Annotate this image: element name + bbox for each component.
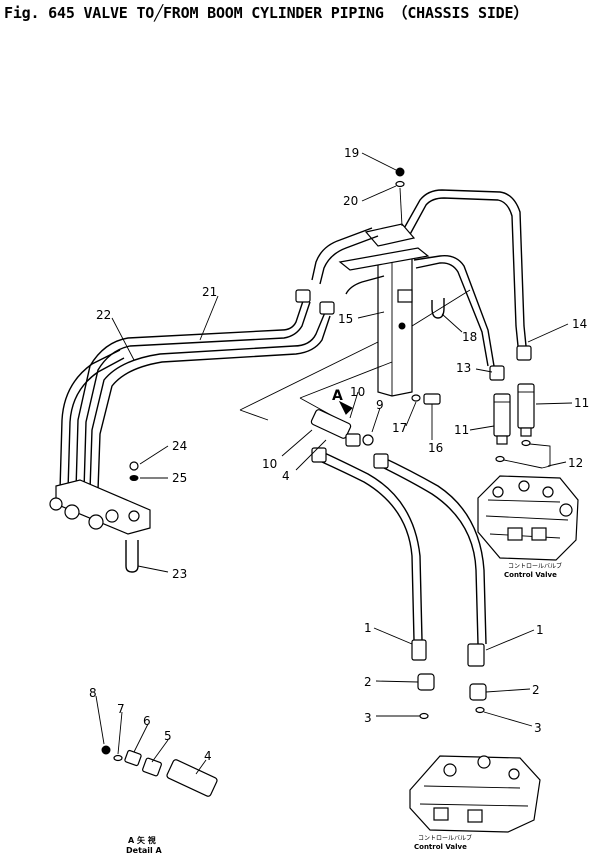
callout-2-left: 2	[364, 675, 372, 689]
callout-23: 23	[172, 567, 187, 581]
callout-labels: 19 20 21 22 14 15 18 13 11 11 10 9 17 16…	[89, 146, 589, 763]
washer-17	[411, 394, 421, 402]
control-valve-lower-caption-jp: コントロールバルブ	[418, 834, 472, 842]
pipe-4-upper	[310, 409, 352, 439]
callout-9: 9	[376, 398, 384, 412]
leader-lines	[95, 152, 573, 775]
view-arrow-a	[338, 400, 353, 415]
fittings-2-3	[417, 673, 487, 720]
callout-1-right: 1	[536, 623, 544, 637]
callout-4-detail: 4	[204, 749, 212, 763]
oring-12-b	[521, 439, 531, 447]
leader-bracket-12	[503, 443, 551, 469]
washer-20	[395, 180, 405, 188]
control-valve-lower	[409, 755, 541, 833]
callout-21: 21	[202, 285, 217, 299]
callout-11-right: 11	[574, 396, 589, 410]
washer-25	[129, 475, 139, 481]
callout-24: 24	[172, 439, 187, 453]
adapter-11-right	[517, 383, 535, 437]
u-bolt-18	[431, 298, 445, 319]
bolt-16	[423, 393, 441, 405]
callout-20: 20	[343, 194, 358, 208]
page-title: Fig. 645 VALVE TO╱FROM BOOM CYLINDER PIP…	[4, 4, 529, 22]
pipe-22	[59, 301, 335, 491]
callout-18: 18	[462, 330, 477, 344]
callout-12: 12	[568, 456, 583, 470]
callout-4-upper: 4	[282, 469, 290, 483]
fitting-9	[345, 433, 361, 447]
callout-3-right: 3	[534, 721, 542, 735]
detail-a-caption-jp: A 矢 視	[128, 835, 156, 845]
pipe-upper-loop-2	[319, 235, 379, 285]
callout-25: 25	[172, 471, 187, 485]
plate-upper	[364, 223, 416, 247]
callout-10-upper: 10	[350, 385, 365, 399]
callout-15: 15	[338, 312, 353, 326]
hose-1-left	[311, 447, 427, 661]
callout-16: 16	[428, 441, 443, 455]
control-valve-lower-caption: Control Valve	[414, 843, 467, 851]
control-valve-upper-caption-jp: コントロールバルブ	[508, 562, 562, 570]
oring-12-a	[495, 455, 505, 463]
control-valve-upper	[477, 475, 579, 561]
callout-13: 13	[456, 361, 471, 375]
detail-a-caption: Detail A	[126, 846, 163, 855]
callout-22: 22	[96, 308, 111, 322]
pipe-upper-loop-1	[311, 227, 373, 281]
callout-1-left: 1	[364, 621, 372, 635]
callout-3-left: 3	[364, 711, 372, 725]
nut-24	[129, 461, 139, 471]
u-bolt-23	[125, 540, 139, 573]
callout-10-lower: 10	[262, 457, 277, 471]
callout-14: 14	[572, 317, 587, 331]
pipe-13	[413, 255, 505, 381]
callout-17: 17	[392, 421, 407, 435]
pipe-upper-loop-3	[345, 275, 385, 295]
callout-6: 6	[143, 714, 151, 728]
junction-block	[49, 479, 151, 535]
callout-11-left: 11	[454, 423, 469, 437]
detail-a-parts	[101, 745, 218, 797]
fitting-9b	[362, 434, 374, 446]
callout-8: 8	[89, 686, 97, 700]
bolt-19	[395, 167, 405, 177]
view-arrow-label: A	[332, 388, 343, 404]
callout-2-right: 2	[532, 683, 540, 697]
bracket-15	[338, 247, 430, 397]
callout-19: 19	[344, 146, 359, 160]
callout-7: 7	[117, 702, 125, 716]
hose-1-right	[373, 453, 487, 667]
detail-projection-lines	[239, 289, 471, 421]
pipe-14	[401, 189, 532, 361]
control-valve-upper-caption: Control Valve	[504, 571, 557, 579]
callout-5: 5	[164, 729, 172, 743]
pipe-21	[75, 289, 311, 491]
adapter-11-left	[493, 393, 511, 445]
